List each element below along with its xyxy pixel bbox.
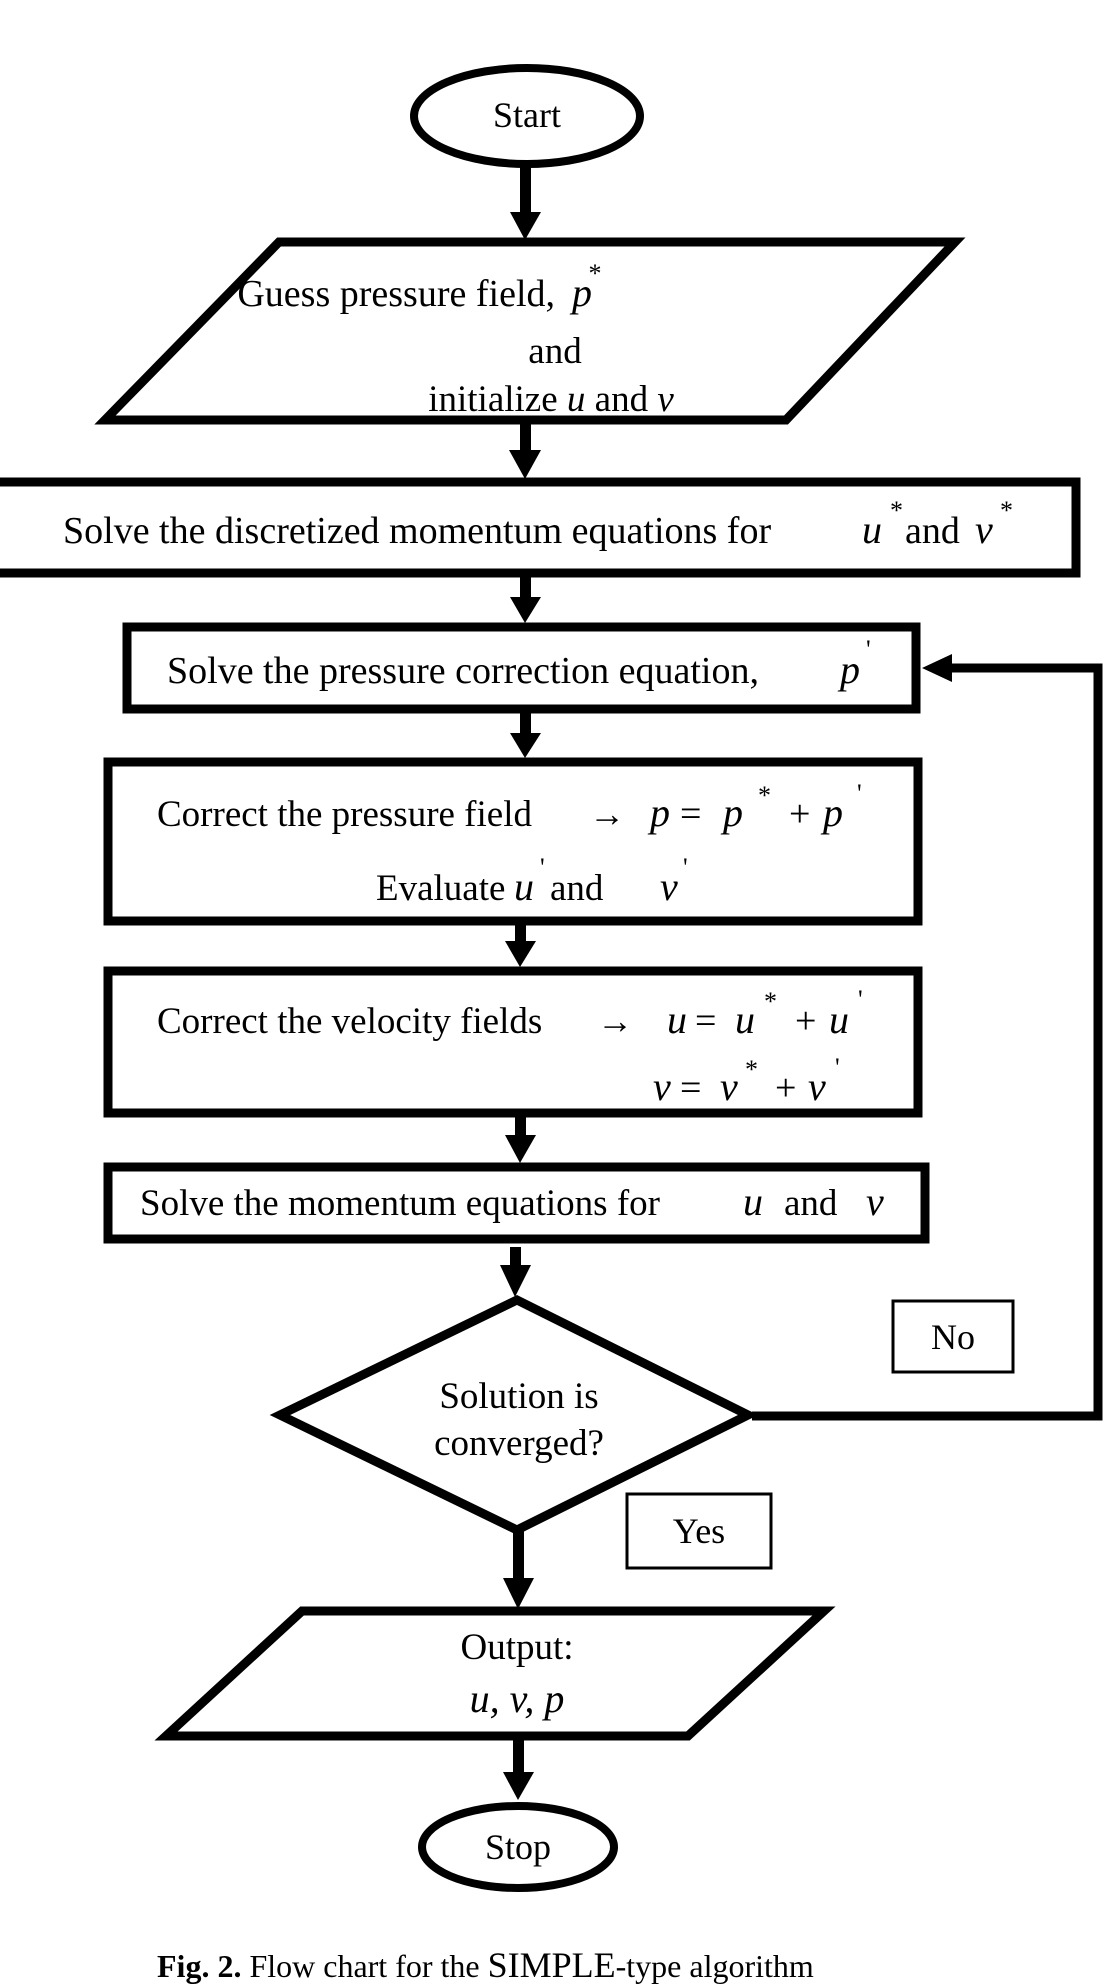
correct-velocity-node: Correct the velocity fields → u = u * + … (103, 966, 923, 1118)
stop-label: Stop (485, 1827, 551, 1867)
correct-velocity-process-shape (103, 966, 923, 1118)
yes-label: Yes (673, 1511, 725, 1551)
guess-io-shape (94, 237, 966, 425)
start-terminator-shape (410, 64, 644, 168)
guess-p-var: p (569, 270, 592, 315)
stop-node: Stop (418, 1802, 618, 1892)
momentum-star-and: and (905, 510, 960, 552)
stop-terminator-shape (418, 1802, 618, 1892)
momentum-star-v: v (975, 507, 993, 552)
pressure-correction-text: Solve the pressure correction equation, (167, 650, 759, 692)
arrow-pressure-correction-to-correct-pressure (510, 713, 541, 758)
correct-pressure-star: * (758, 781, 771, 810)
correct-velocity-text: Correct the velocity fields (157, 1001, 542, 1042)
arrow-output-to-stop (503, 1740, 534, 1800)
no-label: No (931, 1317, 975, 1357)
caption-simple: SIMPLE (488, 1945, 616, 1985)
guess-line1: Guess pressure field, (237, 273, 555, 315)
guess-line3: initialize u and v (428, 379, 674, 420)
evaluate-u-prime: ' (540, 853, 545, 882)
caption-text-2: -type algorithm (616, 1948, 814, 1984)
correct-pressure-p-prime-var: p (820, 790, 843, 835)
momentum-uv-process-shape (103, 1162, 930, 1244)
momentum-uv-text: Solve the momentum equations for (140, 1183, 660, 1224)
velocity-u-prime: ' (858, 985, 863, 1014)
correct-pressure-eq-lhs: p (647, 790, 670, 835)
velocity-u-star-var: u (735, 997, 755, 1042)
output-line2: u, v, p (470, 1676, 565, 1721)
momentum-uv-v: v (866, 1179, 884, 1224)
velocity-v-eq: = (680, 1067, 701, 1109)
momentum-uv-node: Solve the momentum equations for u and v (103, 1162, 930, 1244)
figure-caption: Fig. 2. Flow chart for the SIMPLE-type a… (157, 1945, 814, 1985)
pressure-correction-node: Solve the pressure correction equation, … (122, 622, 921, 714)
velocity-u-prime-var: u (829, 997, 849, 1042)
output-node: Output: u, v, p (154, 1606, 836, 1741)
caption-label: Fig. 2. (157, 1948, 241, 1984)
correct-pressure-plus: + (789, 793, 810, 835)
correct-pressure-prime: ' (857, 779, 862, 808)
arrow-start-to-guess (510, 166, 541, 240)
correct-pressure-eq-sign: = (680, 793, 701, 835)
momentum-uv-u: u (743, 1179, 763, 1224)
guess-line2: and (528, 331, 582, 372)
evaluate-u: u (514, 864, 534, 909)
velocity-u-eq: = (695, 1000, 716, 1042)
velocity-v-star-var: v (720, 1064, 738, 1109)
pressure-correction-process-shape (122, 622, 921, 714)
correct-pressure-process-shape (103, 757, 923, 926)
output-io-shape (154, 1606, 836, 1741)
velocity-v-plus: + (775, 1067, 796, 1109)
correct-velocity-arrow: → (597, 1001, 633, 1041)
momentum-star-process-shape (0, 477, 1081, 578)
guess-node: Guess pressure field, p * and initialize… (94, 237, 966, 425)
converged-line2: converged? (434, 1423, 604, 1464)
correct-pressure-text: Correct the pressure field (157, 794, 532, 835)
no-label-box: No (891, 1299, 1015, 1374)
velocity-u-plus: + (795, 1000, 816, 1042)
correct-pressure-arrow: → (589, 794, 625, 834)
start-node: Start (410, 64, 644, 168)
velocity-v-prime-var: v (808, 1064, 826, 1109)
arrow-guess-to-momentum-star (509, 424, 541, 479)
momentum-star-node: Solve the discretized momentum equations… (0, 477, 1081, 578)
momentum-uv-and: and (784, 1183, 838, 1224)
arrow-correct-pressure-to-correct-velocity (505, 925, 536, 967)
velocity-u-lhs: u (667, 997, 687, 1042)
evaluate-v-prime: ' (683, 853, 688, 882)
evaluate-v: v (660, 864, 678, 909)
correct-pressure-node: Correct the pressure field → p = p * + p… (103, 757, 923, 926)
momentum-star-v-star: * (1000, 496, 1013, 525)
guess-p-star: * (589, 259, 602, 288)
velocity-u-star: * (764, 987, 777, 1016)
arrow-correct-velocity-to-momentum-uv (505, 1117, 536, 1163)
pressure-correction-p: p (837, 647, 860, 692)
caption-text-1: Flow chart for the (249, 1948, 487, 1984)
start-label: Start (493, 95, 561, 135)
pressure-correction-prime: ' (866, 635, 871, 664)
momentum-star-u-star: * (890, 496, 903, 525)
evaluate-text: Evaluate (376, 868, 505, 909)
output-line1: Output: (460, 1627, 573, 1668)
arrow-momentum-star-to-pressure-correction (510, 577, 541, 623)
velocity-v-prime: ' (835, 1053, 840, 1082)
no-branch-loop (752, 654, 1103, 1421)
converged-line1: Solution is (439, 1376, 598, 1417)
momentum-star-text: Solve the discretized momentum equations… (63, 510, 771, 552)
evaluate-and: and (550, 868, 604, 909)
arrow-momentum-uv-to-decision (500, 1247, 531, 1297)
velocity-v-star: * (745, 1055, 758, 1084)
correct-pressure-p-star-var: p (720, 790, 743, 835)
velocity-v-lhs: v (653, 1064, 671, 1109)
yes-label-box: Yes (625, 1492, 773, 1570)
arrow-decision-to-output (503, 1530, 534, 1609)
momentum-star-u: u (862, 507, 882, 552)
